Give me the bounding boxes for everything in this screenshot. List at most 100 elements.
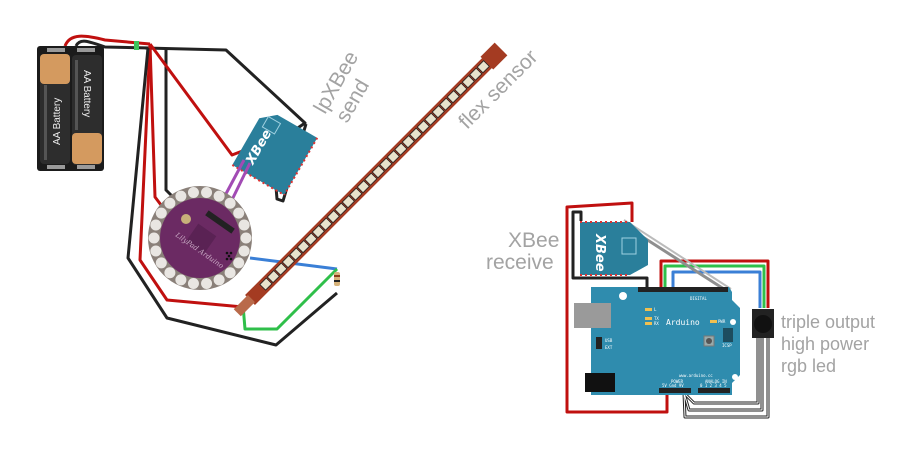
lilypad-petal — [213, 274, 225, 286]
arduino-ext-label: EXT — [605, 345, 613, 350]
flex-segments — [259, 60, 490, 291]
flex-segment — [424, 112, 438, 126]
flex-segment — [416, 120, 430, 134]
lilypad-petal — [155, 257, 167, 269]
green-wire-led — [663, 264, 766, 308]
arduino-pwr-label: PWR — [718, 319, 726, 324]
arduino-analog-label: ANALOG IN — [705, 379, 727, 384]
label-led-2: high power — [781, 334, 869, 354]
lilypad-petal — [150, 219, 162, 231]
analog-header — [698, 388, 730, 393]
lilypad-petal — [238, 245, 250, 257]
lilypad-petal — [175, 274, 187, 286]
battery-red-lead — [63, 34, 151, 47]
arduino-digital-label: DIGITAL — [690, 296, 707, 301]
flex-segment — [469, 67, 483, 81]
lilypad-petal — [187, 186, 199, 198]
lilypad-petals — [148, 186, 252, 290]
battery-pack: AA Battery AA Battery — [37, 46, 104, 171]
lilypad-petal — [164, 197, 176, 209]
power-jack — [585, 373, 615, 392]
flex-segment — [454, 82, 468, 96]
flex-segment — [311, 225, 325, 239]
lilypad-petal — [233, 207, 245, 219]
flex-segment — [386, 150, 400, 164]
flex-segment — [349, 187, 363, 201]
flex-segment — [266, 270, 280, 284]
label-led-1: triple output — [781, 312, 875, 332]
red-wire-to-xbee — [148, 43, 246, 157]
lilypad-petal — [201, 186, 213, 198]
arduino-tx-label: TX — [654, 316, 659, 321]
lilypad-petal — [175, 190, 187, 202]
flex-segment — [319, 217, 333, 231]
green-wire — [241, 267, 339, 331]
battery-1-label: AA Battery — [52, 98, 63, 145]
lilypad-petal — [224, 197, 236, 209]
lilypad-petal — [164, 267, 176, 279]
battery-black-lead — [74, 39, 151, 50]
lilypad-petal — [187, 278, 199, 290]
xbee-receive-logo: XBee — [592, 233, 607, 272]
lilypad-header — [205, 210, 235, 234]
label-led-3: rgb led — [781, 356, 836, 376]
arduino-l-label: L — [654, 307, 657, 312]
gray-wire-rx — [623, 219, 732, 290]
flex-segment — [289, 247, 303, 261]
black-wire-long — [126, 47, 338, 347]
flex-segment — [401, 135, 415, 149]
label-xbee-receive-2: receive — [486, 251, 554, 274]
flex-segment — [281, 255, 295, 269]
arduino-rx-label: RX — [654, 321, 659, 326]
label-xbee-receive-1: XBee — [508, 229, 559, 252]
flex-segment — [446, 90, 460, 104]
lilypad-petal — [155, 207, 167, 219]
flex-segment — [326, 210, 340, 224]
lilypad-petal — [148, 232, 160, 244]
lilypad-petal — [150, 245, 162, 257]
arduino-url: www.arduino.cc — [679, 373, 713, 378]
rgb-led — [752, 309, 774, 338]
flex-segment — [394, 142, 408, 156]
battery-1: AA Battery — [40, 54, 70, 164]
xbee-receive-module: XBee — [580, 221, 648, 276]
flex-segment — [379, 157, 393, 171]
arduino-label: Arduino — [666, 318, 700, 327]
flex-segment — [431, 105, 445, 119]
lilypad-arduino: LilyPad Arduino — [148, 186, 252, 290]
blue-wire-led — [671, 270, 762, 308]
red-wire-arduino-vin — [565, 201, 669, 414]
resistor — [334, 272, 340, 286]
flex-segment — [341, 195, 355, 209]
lilypad-petal — [238, 219, 250, 231]
lilypad-petal — [213, 190, 225, 202]
arduino-uno: Arduino DIGITAL www.arduino.cc POWER ANA… — [574, 287, 740, 395]
lilypad-petal — [233, 257, 245, 269]
lilypad-petal — [201, 278, 213, 290]
wire-joint — [134, 41, 139, 50]
flex-segment — [296, 240, 310, 254]
lilypad-petal — [224, 267, 236, 279]
black-wire-xbee-gnd — [571, 210, 649, 290]
flex-segment — [364, 172, 378, 186]
battery-2: AA Battery — [72, 55, 102, 165]
red-wire-lilypad — [148, 43, 166, 210]
flex-segment — [259, 277, 273, 291]
arduino-usb-label: USB — [605, 338, 613, 343]
arduino-power-label: POWER — [671, 379, 684, 384]
flex-segment — [304, 232, 318, 246]
digital-header — [638, 287, 728, 292]
flex-segment — [409, 127, 423, 141]
flex-segment — [439, 97, 453, 111]
power-header — [659, 388, 691, 393]
flex-sensor — [233, 42, 508, 317]
lilypad-petal — [240, 232, 252, 244]
flex-segment — [356, 180, 370, 194]
usb-port — [574, 303, 611, 328]
flex-segment — [476, 60, 490, 74]
arduino-analog-pins: 0 1 2 3 4 5 — [700, 383, 727, 388]
arduino-power-pins: 5V Gnd 9V — [662, 383, 684, 388]
icsp-header — [723, 328, 733, 342]
red-wire-led — [659, 259, 770, 308]
